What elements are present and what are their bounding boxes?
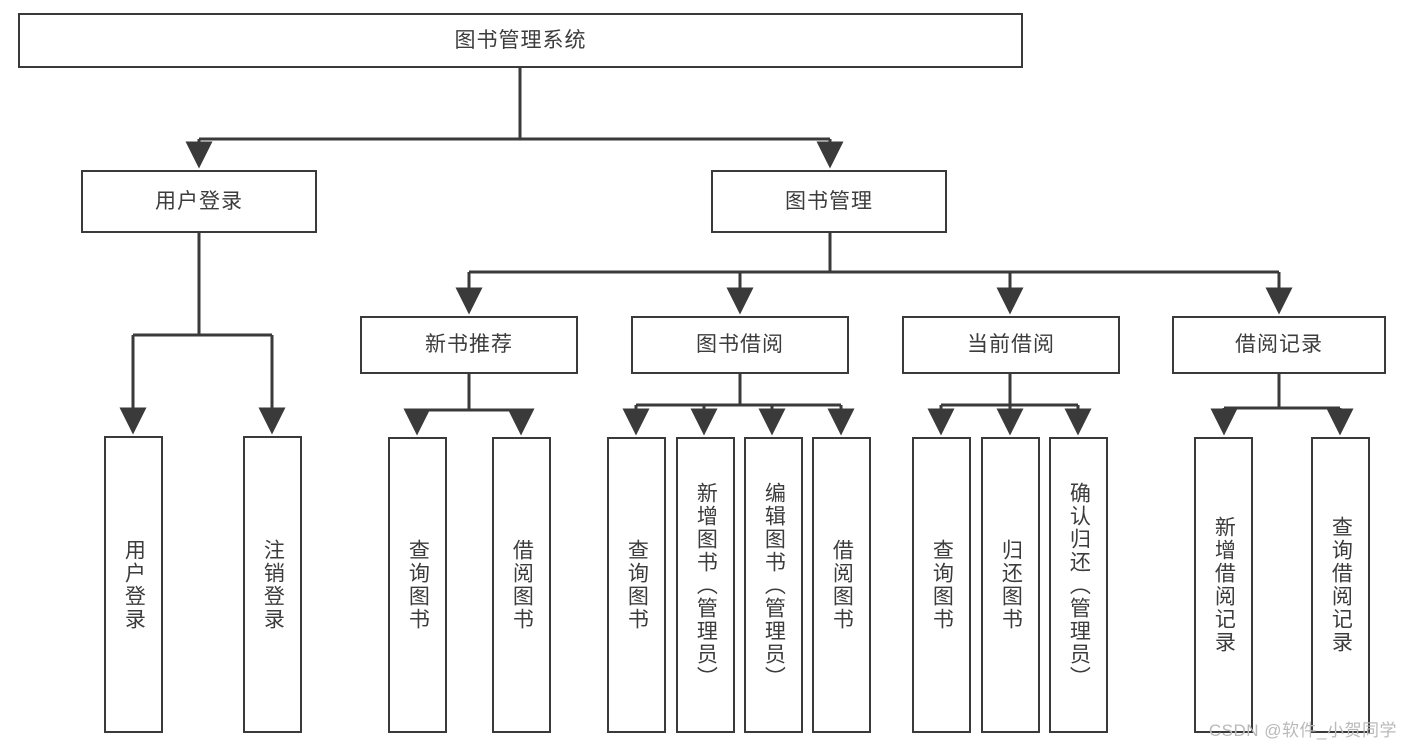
leaf-current-return-book[interactable]: 归还图书 [981,437,1040,733]
leaf-borrow-query-book[interactable]: 查询图书 [607,437,666,733]
node-current-borrow[interactable]: 当前借阅 [902,316,1120,374]
node-user-login[interactable]: 用户登录 [81,170,317,233]
node-root[interactable]: 图书管理系统 [18,13,1023,68]
leaf-current-confirm-return-admin[interactable]: 确认归还（管理员） [1049,437,1108,733]
node-book-borrow[interactable]: 图书借阅 [631,316,849,374]
node-book-manage-label: 图书管理 [785,189,873,213]
node-new-book-recommend-label: 新书推荐 [425,333,513,357]
watermark: CSDN @软件_小贺同学 [1208,721,1397,740]
leaf-current-return-book-label: 归还图书 [999,539,1023,631]
leaf-borrow-add-book-admin-label: 新增图书（管理员） [694,481,718,689]
leaf-borrow-query-book-label: 查询图书 [625,539,649,631]
leaf-user-login[interactable]: 用户登录 [104,436,163,733]
leaf-borrow-edit-book-admin-label: 编辑图书（管理员） [762,481,786,689]
leaf-record-query[interactable]: 查询借阅记录 [1311,437,1370,733]
node-book-manage[interactable]: 图书管理 [711,170,947,233]
node-user-login-label: 用户登录 [155,189,243,213]
leaf-recommend-borrow-book-label: 借阅图书 [510,539,534,631]
leaf-borrow-borrow-book-label: 借阅图书 [830,539,854,631]
node-borrow-record-label: 借阅记录 [1235,333,1323,357]
leaf-user-login-label: 用户登录 [122,538,146,631]
leaf-recommend-query-book-label: 查询图书 [406,539,430,631]
leaf-logout-label: 注销登录 [261,538,285,631]
leaf-current-query-book-label: 查询图书 [930,539,954,631]
leaf-current-query-book[interactable]: 查询图书 [912,437,971,733]
node-root-label: 图书管理系统 [454,28,587,52]
leaf-recommend-query-book[interactable]: 查询图书 [388,437,447,733]
leaf-record-add-label: 新增借阅记录 [1212,516,1236,654]
leaf-current-confirm-return-admin-label: 确认归还（管理员） [1067,481,1091,689]
leaf-logout[interactable]: 注销登录 [243,436,302,733]
node-book-borrow-label: 图书借阅 [696,333,784,357]
leaf-borrow-borrow-book[interactable]: 借阅图书 [812,437,871,733]
leaf-record-query-label: 查询借阅记录 [1329,516,1353,654]
node-current-borrow-label: 当前借阅 [967,333,1055,357]
leaf-borrow-add-book-admin[interactable]: 新增图书（管理员） [676,437,735,733]
leaf-recommend-borrow-book[interactable]: 借阅图书 [492,437,551,733]
node-borrow-record[interactable]: 借阅记录 [1172,316,1386,374]
leaf-borrow-edit-book-admin[interactable]: 编辑图书（管理员） [744,437,803,733]
leaf-record-add[interactable]: 新增借阅记录 [1194,437,1253,733]
node-new-book-recommend[interactable]: 新书推荐 [360,316,578,374]
